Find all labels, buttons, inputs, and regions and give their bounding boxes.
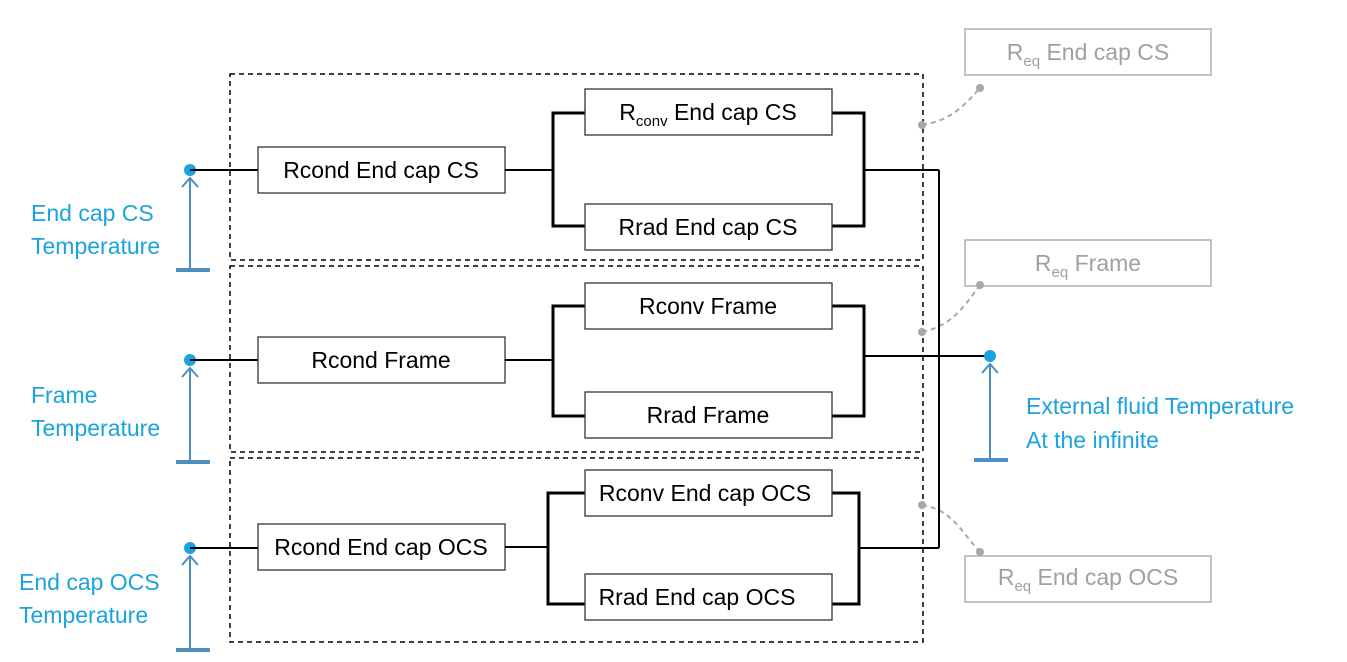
req-leader-frame xyxy=(921,284,981,333)
rrad-label-end-cap-ocs: Rrad End cap OCS xyxy=(599,584,796,610)
left-bracket-frame xyxy=(551,304,585,418)
rconv-label-frame: Rconv Frame xyxy=(639,293,777,319)
left-bracket-end-cap-cs xyxy=(551,111,585,228)
req-leader-dot-frame xyxy=(918,328,926,336)
rrad-box-end-cap-ocs xyxy=(584,573,833,621)
req-label-frame: Req Frame xyxy=(1035,250,1141,281)
req-box-frame xyxy=(964,239,1212,287)
rconv-label-end-cap-ocs: Rconv End cap OCS xyxy=(599,480,811,506)
group-frame: Rcond Frame Rconv Frame Rrad Frame Frame… xyxy=(31,239,1212,464)
arrowhead-end-cap-cs xyxy=(181,176,199,188)
arrowhead-frame xyxy=(181,366,199,378)
rconv-box-end-cap-cs xyxy=(584,88,833,136)
req-leader-end-cap-ocs xyxy=(921,504,981,553)
req-leader-end-cap-cs xyxy=(921,87,981,126)
rconv-label-end-cap-cs: Rconv End cap CS xyxy=(619,99,796,130)
rcond-label-frame: Rcond Frame xyxy=(311,347,450,373)
rrad-label-frame: Rrad Frame xyxy=(647,402,770,428)
external-temperature-node xyxy=(984,350,996,362)
right-bracket-end-cap-cs xyxy=(832,111,866,228)
req-leader-dot-end-cap-ocs xyxy=(918,501,926,509)
req-leader-dot-end-cap-ocs xyxy=(976,548,984,556)
left-bracket-end-cap-ocs xyxy=(546,491,585,606)
rrad-box-frame xyxy=(584,391,833,439)
req-leader-dot-frame xyxy=(976,281,984,289)
req-label-end-cap-cs: Req End cap CS xyxy=(1007,39,1169,70)
req-box-end-cap-ocs xyxy=(964,555,1212,603)
rconv-box-end-cap-ocs xyxy=(584,469,833,517)
right-bracket-frame xyxy=(832,304,866,418)
group-end-cap-ocs: Rcond End cap OCS Rconv End cap OCS Rrad… xyxy=(19,457,1212,652)
rconv-box-frame xyxy=(584,282,833,330)
req-label-end-cap-ocs: Req End cap OCS xyxy=(998,564,1178,595)
req-box-end-cap-cs xyxy=(964,28,1212,76)
group-boundary-end-cap-cs xyxy=(229,73,924,261)
right-bracket-end-cap-ocs xyxy=(832,491,861,606)
group-boundary-end-cap-ocs xyxy=(229,457,924,643)
rrad-box-end-cap-cs xyxy=(584,203,833,251)
arrowhead-end-cap-ocs xyxy=(181,554,199,566)
req-leader-dot-end-cap-cs xyxy=(976,84,984,92)
req-leader-dot-end-cap-cs xyxy=(918,121,926,129)
rrad-label-end-cap-cs: Rrad End cap CS xyxy=(619,214,798,240)
rcond-box-end-cap-cs xyxy=(257,146,506,194)
group-end-cap-cs: Rcond End cap CS Rconv End cap CS Rrad E… xyxy=(31,28,1212,272)
rcond-label-end-cap-cs: Rcond End cap CS xyxy=(283,157,479,183)
external-arrowhead xyxy=(981,362,999,374)
rcond-box-end-cap-ocs xyxy=(257,523,506,571)
rcond-label-end-cap-ocs: Rcond End cap OCS xyxy=(274,534,488,560)
